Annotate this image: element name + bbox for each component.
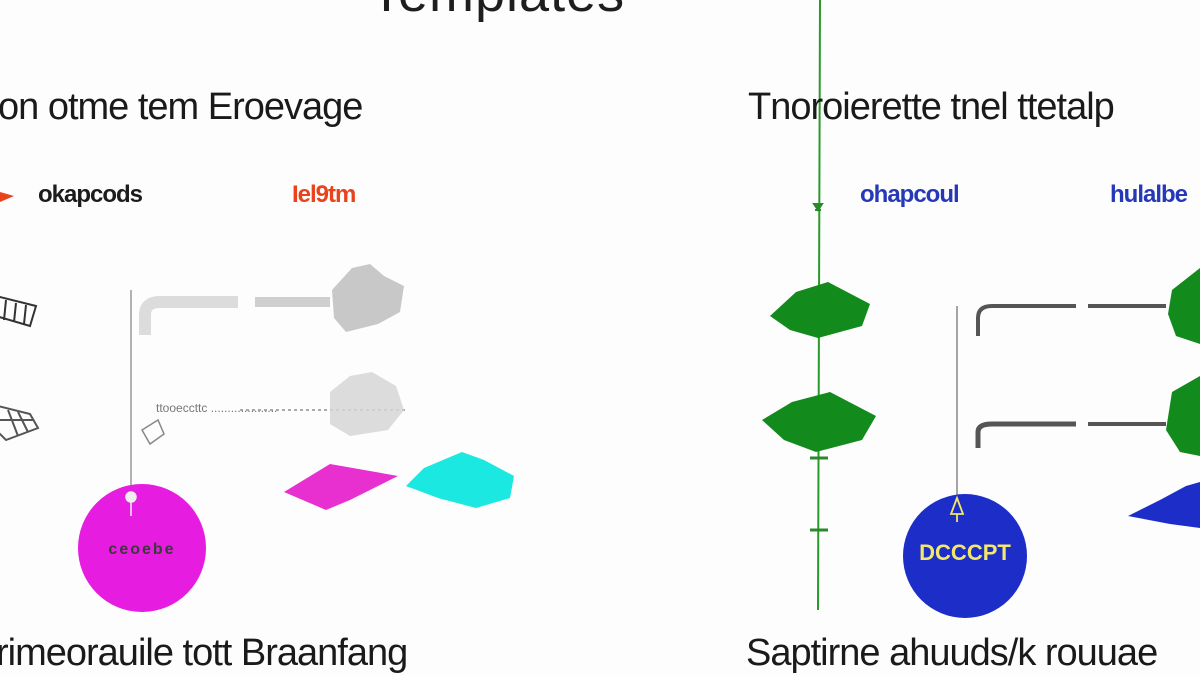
center-line-marker <box>812 203 824 212</box>
left-node-label: ceoebe <box>108 541 176 558</box>
right-connector-elbow-2 <box>975 421 1076 448</box>
left-grey-hatched-shape <box>330 372 404 436</box>
right-blue-shape[interactable] <box>1128 482 1200 528</box>
left-connector-elbow <box>139 296 238 335</box>
page-title: Templates <box>370 0 625 20</box>
left-node-circle[interactable] <box>78 484 206 612</box>
left-leaf-decoration <box>140 418 165 446</box>
left-label-a: okapcods <box>38 181 143 208</box>
left-node-pin-icon <box>125 491 137 516</box>
right-node-label: DCCCPT <box>919 540 1011 565</box>
right-label-a: ohapcoul <box>860 181 960 208</box>
left-magenta-shape <box>284 464 398 510</box>
left-note-text: ttooeccttc .................... <box>156 401 278 415</box>
left-cyan-shape <box>406 452 514 508</box>
right-label-b: hulalbe <box>1110 181 1188 208</box>
right-green-node-2[interactable] <box>762 392 876 452</box>
right-panel-caption: Saptirne ahuuds/k rouuae <box>746 632 1158 674</box>
left-bullet-icon <box>0 192 14 202</box>
left-panel-title: on otme tem Eroevage <box>0 86 363 128</box>
left-grey-shape <box>332 264 404 332</box>
right-node-pin-icon <box>949 495 965 522</box>
grid-icon <box>0 295 38 328</box>
left-panel-caption: rimeorauile tott Braanfang <box>0 632 408 674</box>
right-connector-elbow-1 <box>976 304 1076 336</box>
right-green-node-1[interactable] <box>770 282 870 338</box>
right-green-shape-2[interactable] <box>1166 376 1200 456</box>
right-node-circle[interactable] <box>903 494 1027 618</box>
right-green-shape-1[interactable] <box>1168 268 1200 344</box>
grid-icon-2 <box>0 405 40 442</box>
left-label-b: Iel9tm <box>292 181 356 208</box>
right-panel-title: Tnoroierette tnel ttetalp <box>748 86 1115 128</box>
